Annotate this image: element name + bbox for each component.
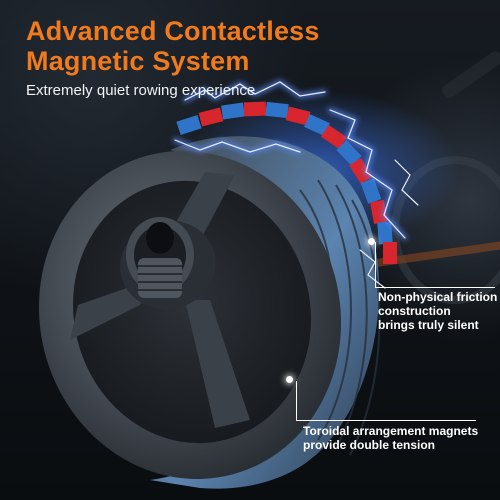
callout-toroidal-line-1: Toroidal arrangement magnets <box>303 424 479 438</box>
subheadline: Extremely quiet rowing experience <box>26 82 256 99</box>
callout-marker-band <box>286 376 293 383</box>
callout-toroidal: Toroidal arrangement magnets provide dou… <box>303 424 478 452</box>
electric-sparks <box>173 79 419 289</box>
callout-marker-magnets <box>368 238 375 245</box>
callout-toroidal-line-2: provide double tension <box>303 438 436 452</box>
headline-line-1: Advanced Contactless <box>26 16 320 46</box>
flywheel-hub <box>120 217 216 310</box>
headline-line-2: Magnetic System <box>26 46 250 76</box>
callout-leader-magnets <box>375 242 376 287</box>
callout-underline-band <box>296 420 476 421</box>
callout-friction-line-2: construction <box>378 304 451 318</box>
callout-underline-magnets <box>375 287 495 288</box>
callout-friction: Non-physical friction construction bring… <box>378 290 497 332</box>
callout-leader-band <box>296 381 297 421</box>
callout-friction-line-1: Non-physical friction <box>378 290 498 304</box>
callout-friction-line-3: brings truly silent <box>378 318 479 332</box>
magnet-array <box>176 101 397 264</box>
headline: Advanced Contactless Magnetic System <box>26 16 320 76</box>
